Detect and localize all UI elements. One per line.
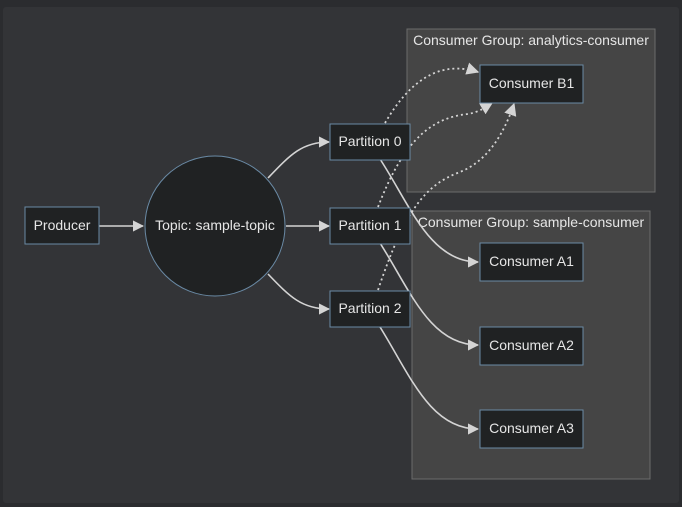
node-partition-2: Partition 2 <box>329 290 411 328</box>
edge-partition-1-consumer-a2 <box>379 242 480 351</box>
consumer-a1-label: Consumer A1 <box>489 253 574 269</box>
edge-partition-2-consumer-a3 <box>379 326 480 435</box>
node-consumer-a2: Consumer A2 <box>479 326 584 366</box>
edge-partition-1-consumer-b1 <box>377 102 494 208</box>
consumer-b1-box <box>479 64 584 104</box>
group-sample-label: Consumer Group: sample-consumer <box>418 214 645 230</box>
consumer-a2-box <box>479 326 584 366</box>
partition-2-box <box>329 290 411 328</box>
consumer-a3-box <box>479 409 584 449</box>
node-partition-0: Partition 0 <box>329 123 411 161</box>
consumer-b1-label: Consumer B1 <box>489 75 575 91</box>
topic-circle <box>144 155 286 297</box>
edge-partition-0-consumer-a1 <box>379 158 480 268</box>
partition-2-label: Partition 2 <box>338 300 401 316</box>
partition-1-label: Partition 1 <box>338 217 401 233</box>
edge-topic-partition-2 <box>267 273 331 315</box>
edge-partition-0-consumer-b1 <box>384 62 480 124</box>
node-consumer-a3: Consumer A3 <box>479 409 584 449</box>
group-analytics-label: Consumer Group: analytics-consumer <box>413 32 649 48</box>
consumer-a1-box <box>479 242 584 282</box>
edge-topic-partition-0 <box>267 136 331 179</box>
node-producer: Producer <box>24 206 100 245</box>
producer-box <box>24 206 100 245</box>
consumer-a3-label: Consumer A3 <box>489 420 574 436</box>
node-topic: Topic: sample-topic <box>144 155 286 297</box>
node-consumer-b1: Consumer B1 <box>479 64 584 104</box>
partition-0-box <box>329 123 411 161</box>
node-consumer-a1: Consumer A1 <box>479 242 584 282</box>
partition-0-label: Partition 0 <box>338 133 401 149</box>
consumer-a2-label: Consumer A2 <box>489 337 574 353</box>
producer-label: Producer <box>34 217 91 233</box>
group-analytics-consumer: Consumer Group: analytics-consumer <box>406 28 656 193</box>
group-analytics-box <box>406 28 656 193</box>
node-partition-1: Partition 1 <box>329 207 411 245</box>
partition-1-box <box>329 207 411 245</box>
topic-label: Topic: sample-topic <box>155 217 275 233</box>
